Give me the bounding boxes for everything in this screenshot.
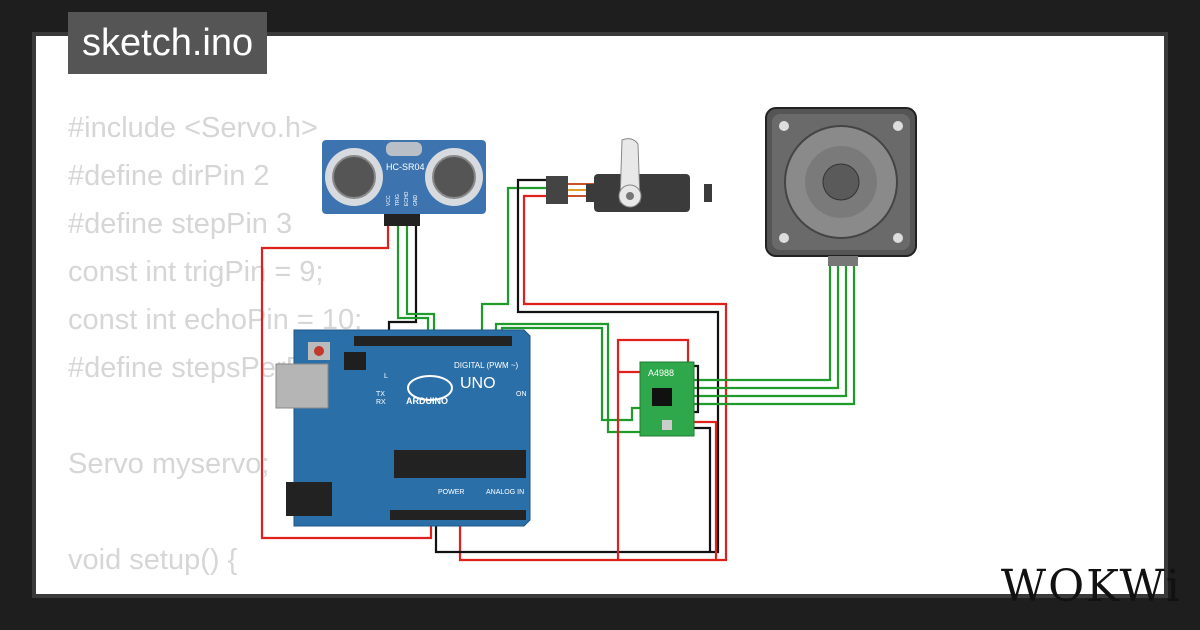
code-line: #define stepPin 3: [68, 208, 293, 240]
wire-green: [684, 266, 848, 398]
sensor-pin-label: TRIG: [395, 194, 401, 206]
arduino-on-label: ON: [516, 391, 527, 398]
code-line: #include <Servo.h>: [68, 112, 318, 144]
sensor-pin-label: ECHO: [404, 191, 410, 206]
power-jack: [286, 482, 332, 516]
wire-green: [500, 326, 648, 422]
ultrasonic-sensor[interactable]: HC-SR04 VCC TRIG ECHO GND: [322, 140, 486, 226]
wire-green: [494, 322, 648, 434]
driver-label: A4988: [648, 368, 674, 378]
code-line: #define dirPin 2: [68, 160, 270, 192]
code-line: Servo myservo;: [68, 448, 270, 480]
circuit-diagram: HC-SR04 VCC TRIG ECHO GND: [260, 107, 917, 562]
code-line: const int trigPin = 9;: [68, 256, 324, 288]
arduino-rx-label: RX: [376, 399, 386, 406]
arduino-digital-label: DIGITAL (PWM ~): [454, 361, 519, 370]
code-line: const int echoPin = 10;: [68, 304, 363, 336]
servo-motor[interactable]: [546, 138, 712, 212]
arduino-analog-label: ANALOG IN: [486, 489, 524, 496]
arduino-tx-label: TX: [376, 391, 385, 398]
wire-green: [684, 266, 840, 390]
code-watermark: #include <Servo.h> #define dirPin 2 #defin…: [68, 104, 479, 594]
wire-black: [684, 426, 712, 552]
canvas-frame: #include <Servo.h> #define dirPin 2 #defin…: [36, 36, 1164, 594]
wire-green: [684, 266, 856, 406]
sketch-filename-tab[interactable]: sketch.ino: [68, 12, 268, 74]
wire-green: [684, 266, 832, 382]
sensor-pin-label: GND: [413, 195, 419, 207]
wire-green: [480, 186, 546, 336]
wire-black: [387, 226, 418, 336]
atmega-chip: [394, 450, 526, 478]
stepper-motor[interactable]: [765, 107, 917, 266]
wire-black: [434, 178, 720, 554]
wire-red: [684, 420, 718, 560]
stepper-shaft: [822, 163, 860, 201]
wire-red: [260, 226, 433, 540]
wire-green: [405, 226, 436, 336]
usb-port: [275, 363, 329, 409]
code-line: Serial.begin(9600);: [68, 584, 479, 594]
code-line: void setup() {: [68, 544, 238, 576]
wire-red: [458, 194, 728, 562]
sensor-label: HC-SR04: [386, 162, 425, 172]
arduino-model: UNO: [460, 375, 496, 392]
arduino-uno[interactable]: DIGITAL (PWM ~) L TX RX ARDUINO UNO ON P…: [275, 329, 531, 527]
wokwi-logo: WOKWi: [1000, 561, 1182, 612]
arduino-power-label: POWER: [438, 489, 464, 496]
wire-green: [396, 226, 430, 336]
a4988-driver[interactable]: A4988: [639, 361, 695, 437]
arduino-l-label: L: [384, 373, 388, 380]
arduino-brand: ARDUINO: [406, 396, 448, 406]
sensor-pin-label: VCC: [386, 195, 392, 206]
